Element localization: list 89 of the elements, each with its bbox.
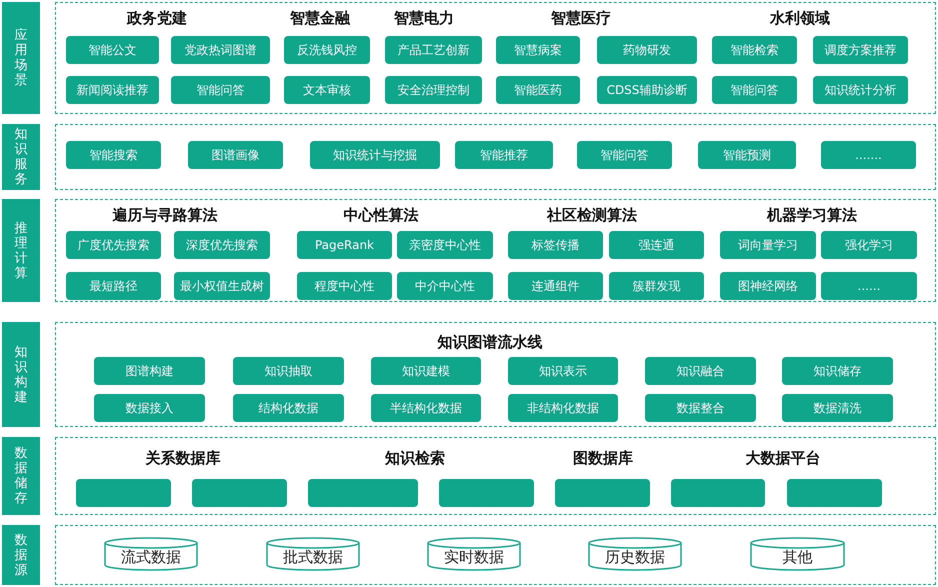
module-box: 图神经网络 [720,272,816,300]
module-box: 数据清洗 [782,394,893,422]
group-heading: 智慧医疗 [551,9,611,27]
module-box: 党政热词图谱 [171,36,270,64]
module-box: 智能问答 [712,76,797,104]
module-box: 词向量学习 [720,231,816,259]
group-heading: 遍历与寻路算法 [112,206,218,224]
module-box: 亲密度中心性 [397,231,493,259]
layer-label: 知识服务 [2,124,40,190]
module-box: 连通组件 [508,272,603,300]
module-box [555,479,650,507]
module-box: 智能预测 [698,141,796,169]
database-cylinder: 流式数据 [104,537,198,571]
module-box: 调度方案推荐 [813,36,908,64]
module-box: 簇群发现 [609,272,704,300]
module-box: ...... [821,272,917,300]
module-box: 智能搜索 [66,141,161,169]
module-box: 非结构化数据 [508,394,618,422]
module-box: 知识统计与挖掘 [310,141,440,169]
database-cylinder: 历史数据 [588,537,682,571]
layer-panel [55,437,936,515]
group-heading: 智慧金融 [290,9,350,27]
module-box: 知识储存 [782,357,893,385]
layer-panel [55,2,936,114]
module-box: 安全治理控制 [385,76,482,104]
module-box: 药物研发 [597,36,697,64]
group-heading: 水利领域 [770,9,830,27]
database-cylinder: 实时数据 [427,537,521,571]
module-box: 最小权值生成树 [174,272,270,300]
module-box: 结构化数据 [233,394,344,422]
module-box: 知识融合 [645,357,756,385]
group-heading: 智慧电力 [394,9,454,27]
module-box: PageRank [297,231,392,259]
group-heading: 知识检索 [385,449,445,467]
layer-label: 数据储存 [2,437,40,515]
module-box: 强化学习 [821,231,917,259]
module-box: 半结构化数据 [371,394,481,422]
group-heading: 政务党建 [127,9,187,27]
database-cylinder: 其他 [750,537,845,571]
module-box: 智能公文 [66,36,159,64]
module-box: 知识统计分析 [813,76,908,104]
module-box: 反洗钱风控 [284,36,370,64]
module-box: 最短路径 [66,272,161,300]
module-box: 新闻阅读推荐 [66,76,159,104]
module-box: 图谱画像 [188,141,283,169]
layer-label: 应用场景 [2,2,40,114]
module-box [308,479,418,507]
group-heading: 中心性算法 [344,206,418,224]
module-box: 数据整合 [645,394,756,422]
module-box: 强连通 [609,231,704,259]
module-box [192,479,287,507]
module-box: 深度优先搜索 [174,231,270,259]
module-box: 标签传播 [508,231,603,259]
module-box: CDSS辅助诊断 [597,76,697,104]
group-heading: 大数据平台 [746,449,820,467]
layer-panel [55,199,936,302]
module-box: 智能检索 [712,36,797,64]
module-box: ....... [821,141,916,169]
module-box: 智能问答 [577,141,672,169]
module-box: 智能推荐 [455,141,553,169]
module-box: 知识表示 [508,357,618,385]
group-heading: 机器学习算法 [767,206,857,224]
layer-panel [55,124,936,190]
layer-panel [55,322,936,427]
database-cylinder: 批式数据 [266,537,360,571]
layer-label: 推理计算 [2,199,40,302]
module-box: 知识建模 [371,357,481,385]
module-box [76,479,171,507]
module-box: 广度优先搜索 [66,231,161,259]
module-box: 文本审核 [284,76,370,104]
module-box: 智慧病案 [496,36,580,64]
layer-label: 知识构建 [2,322,40,427]
layer-label: 数据源 [2,525,40,585]
module-box [439,479,534,507]
module-box: 图谱构建 [94,357,205,385]
module-box: 数据接入 [94,394,205,422]
module-box [671,479,765,507]
group-heading: 社区检测算法 [547,206,637,224]
group-heading: 关系数据库 [146,449,220,467]
module-box: 知识抽取 [233,357,344,385]
module-box: 程度中心性 [297,272,392,300]
group-heading: 知识图谱流水线 [438,333,542,351]
group-heading: 图数据库 [573,449,633,467]
module-box: 产品工艺创新 [385,36,482,64]
module-box: 智能问答 [171,76,270,104]
layer-panel [55,525,936,585]
module-box [787,479,882,507]
module-box: 中介中心性 [397,272,493,300]
module-box: 智能医药 [496,76,580,104]
